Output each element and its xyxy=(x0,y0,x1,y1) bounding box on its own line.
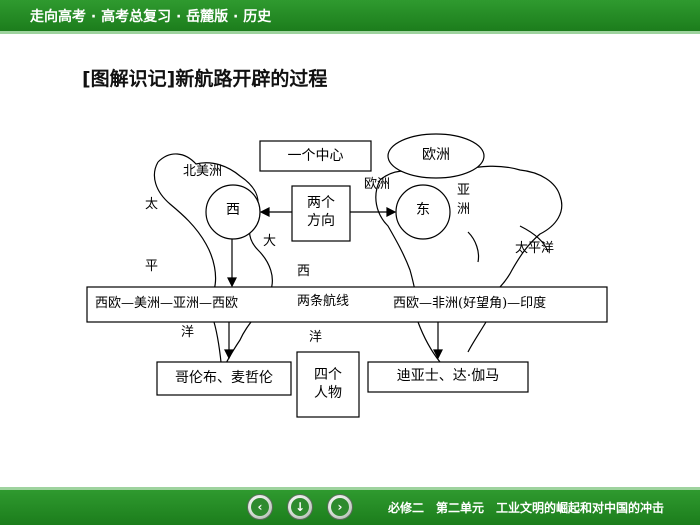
center-box-label: 一个中心 xyxy=(287,148,344,164)
east-persons-label: 迪亚士、达·伽马 xyxy=(396,368,500,384)
persons-box xyxy=(296,351,360,418)
map-label-europe: 欧洲 xyxy=(364,177,391,192)
directions-label-line1: 两个 xyxy=(307,195,335,211)
map-label-pacific-right: 太平洋 xyxy=(515,241,555,256)
footer-course-info: 必修二 第二单元 工业文明的崛起和对中国的冲击 xyxy=(388,501,665,515)
east-persons-box xyxy=(367,361,529,393)
directions-box xyxy=(291,185,351,242)
europe-oval-label: 欧洲 xyxy=(422,147,450,163)
arrow-down-icon: ↓ xyxy=(291,498,309,516)
directions-label-line2: 方向 xyxy=(307,213,335,229)
map-label-asia-2: 洲 xyxy=(457,202,471,217)
map-label-asia-1: 亚 xyxy=(457,183,471,198)
top-bar: 走向高考 · 高考总复习 · 岳麓版 · 历史 xyxy=(0,0,700,31)
center-box xyxy=(259,140,372,172)
west-circle-label: 西 xyxy=(226,202,240,218)
persons-label-line2: 人物 xyxy=(314,385,342,401)
arrow-left-icon: ‹ xyxy=(251,498,269,516)
bottom-divider xyxy=(0,487,700,490)
prev-page-button[interactable]: ‹ xyxy=(247,494,273,520)
east-circle-label: 东 xyxy=(416,202,430,218)
map-label-atlantic-2: 西 xyxy=(297,264,311,279)
persons-label-line1: 四个 xyxy=(314,367,342,383)
map-label-atlantic-1: 大 xyxy=(263,234,277,249)
arrow-right-icon: › xyxy=(331,498,349,516)
map-label-pacific-left-3: 洋 xyxy=(181,325,195,340)
map-label-pacific-left-1: 太 xyxy=(145,197,159,212)
routes-center-label: 两条航线 xyxy=(297,294,350,309)
west-persons-label: 哥伦布、麦哲伦 xyxy=(175,370,273,386)
map-label-north-america: 北美洲 xyxy=(183,164,223,179)
world-map-outline xyxy=(153,153,563,373)
next-page-button[interactable]: › xyxy=(327,494,353,520)
route-west-label: 西欧—美洲—亚洲—西欧 xyxy=(95,296,239,311)
diagram-arrows xyxy=(224,207,443,360)
bottom-bar: ‹ ↓ › 必修二 第二单元 工业文明的崛起和对中国的冲击 xyxy=(0,490,700,525)
course-title: 走向高考 · 高考总复习 · 岳麓版 · 历史 xyxy=(30,9,272,25)
page-heading: [图解识记]新航路开辟的过程 xyxy=(82,68,328,90)
europe-oval xyxy=(387,133,485,179)
down-button[interactable]: ↓ xyxy=(287,494,313,520)
map-label-pacific-left-2: 平 xyxy=(145,259,159,274)
west-persons-box xyxy=(156,361,292,396)
top-divider xyxy=(0,31,700,34)
routes-box xyxy=(86,286,608,323)
route-east-label: 西欧—非洲(好望角)—印度 xyxy=(393,296,547,311)
map-label-atlantic-3: 洋 xyxy=(309,330,323,345)
